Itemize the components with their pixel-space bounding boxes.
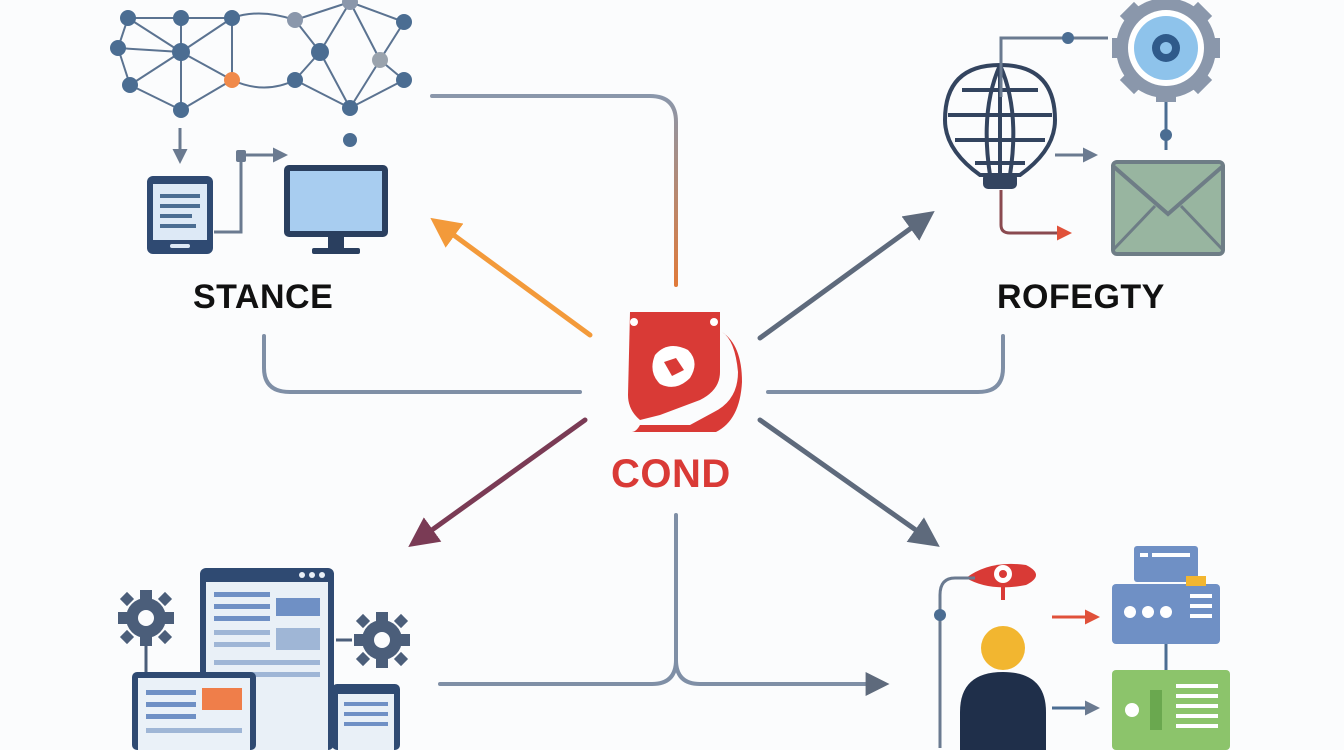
document-tablet-icon (147, 176, 213, 254)
flow-arrows-top-right (999, 32, 1172, 241)
arrow-to-bottom-right (757, 417, 940, 547)
flow-arrows-top-left (172, 128, 288, 234)
shield-icon (628, 312, 742, 432)
connector-lines (262, 94, 1005, 696)
gear-icon (354, 612, 410, 668)
browser-window-icon (332, 684, 400, 750)
monitor-icon (284, 165, 388, 254)
arrow-to-bottom-left (408, 417, 588, 548)
connector-right (766, 334, 1005, 394)
arrow-to-top-right (757, 210, 935, 341)
diagonal-arrows (408, 210, 940, 548)
arrow-to-top-left (430, 217, 593, 338)
flow-lines-bottom-right (934, 576, 1100, 748)
connector-top (430, 94, 678, 287)
network-graph-icon (110, 0, 412, 147)
gear-icon (1112, 0, 1220, 102)
connector-bottom (438, 513, 678, 686)
connector-bottom-right (674, 658, 890, 696)
laptop-icon (132, 672, 256, 750)
envelope-icon (1111, 160, 1225, 256)
connector-left (262, 334, 582, 394)
person-icon (960, 563, 1046, 750)
rofegty-label: ROFEGTY (997, 278, 1165, 316)
server-module-icon (1112, 546, 1230, 750)
cond-label: COND (611, 452, 731, 496)
stance-label: STANCE (193, 278, 334, 316)
gear-icon (118, 590, 174, 646)
